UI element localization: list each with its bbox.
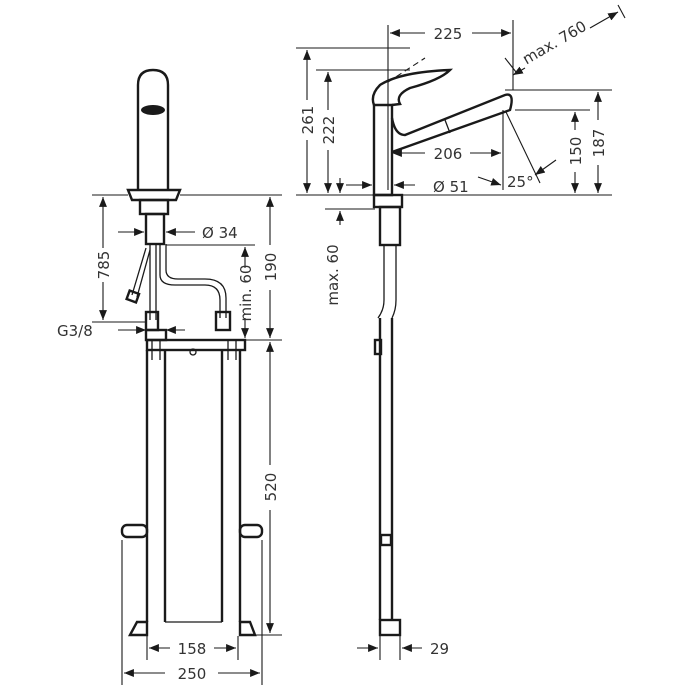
dim-angle-25: 25° [507,173,534,191]
dim-29: 29 [430,640,449,658]
dim-785: 785 [95,251,113,280]
dim-261: 261 [299,106,317,135]
side-view: 261 222 225 max. 760 206 Ø 51 25° 150 18… [296,4,626,660]
dim-min-60: min. 60 [237,265,255,322]
dim-diameter-34: Ø 34 [202,224,238,242]
front-view: 785 Ø 34 min. 60 190 520 G3/8 158 250 [57,68,282,685]
dim-222: 222 [320,116,338,145]
supply-hoses [125,244,232,342]
faucet-body-side [371,57,513,637]
dim-thread-g3-8: G3/8 [57,322,93,340]
dim-190: 190 [262,253,280,282]
dim-max-60: max. 60 [324,244,342,305]
dim-150: 150 [567,137,585,166]
dim-225: 225 [434,25,463,43]
dim-diameter-51: Ø 51 [433,178,469,196]
mounting-cabinet-frame [120,338,264,637]
dim-max-760: max. 760 [519,17,589,68]
faucet-body-front [126,68,182,246]
dim-158: 158 [178,640,207,658]
dim-206: 206 [434,145,463,163]
dim-250: 250 [178,665,207,683]
dim-187: 187 [590,129,608,158]
dim-520: 520 [262,473,280,502]
